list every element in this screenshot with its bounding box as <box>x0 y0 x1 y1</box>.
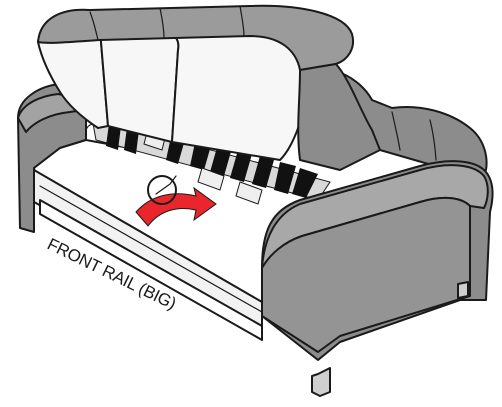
leg-right-front <box>312 368 330 396</box>
seat-cushion-middle <box>100 30 178 142</box>
leg-right-back <box>458 282 468 298</box>
